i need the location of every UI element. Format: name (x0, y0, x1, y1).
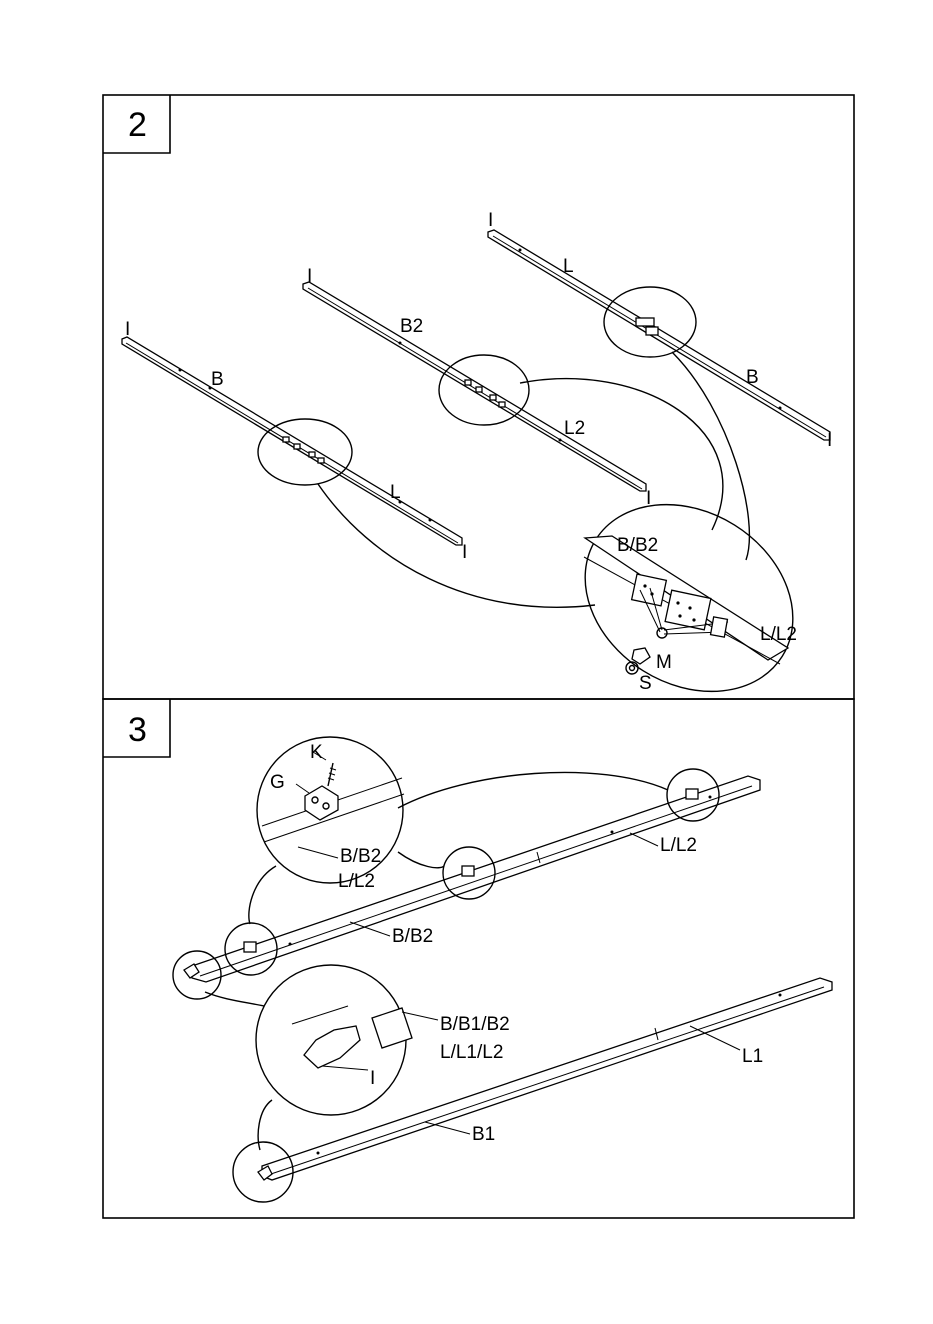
label-nut-s: S (639, 673, 652, 694)
tube-lower-body (262, 978, 832, 1180)
label-tube-b2: B2 (400, 316, 423, 337)
label-detail-l-l2: L/L2 (760, 624, 797, 645)
step-3-number: 3 (128, 711, 147, 749)
bracket-g-icon (686, 789, 698, 799)
label-bracket-g: G (270, 772, 285, 793)
label-tube-l: L (390, 482, 401, 503)
bracket-g-detail (305, 786, 338, 820)
label-detail-l-l1-l2: L/L1/L2 (440, 1042, 503, 1063)
bracket-g-icon (462, 866, 474, 876)
step-2-number: 2 (128, 106, 147, 144)
label-tube-b1: B1 (472, 1124, 495, 1145)
step-2-panel: 2 (103, 95, 854, 729)
tube-b2-l2-middle-body (303, 282, 646, 491)
label-screw-k: K (310, 742, 323, 763)
label-detail-b-b2: B/B2 (340, 846, 381, 867)
label-end-cap-i: I (827, 430, 832, 451)
label-detail-l-l2: L/L2 (338, 871, 375, 892)
detail-bracket-screw (257, 737, 404, 883)
end-cap-i-detail (304, 1026, 360, 1068)
label-tube-b: B (211, 369, 224, 390)
label-bolt-m: M (656, 652, 672, 673)
tube-b-l-left-body (122, 337, 462, 545)
tube-b-l-left (122, 337, 462, 545)
label-end-cap-i: I (370, 1068, 375, 1089)
label-detail-b-b1-b2: B/B1/B2 (440, 1014, 510, 1035)
label-tube-l: L (563, 256, 574, 277)
detail-end-cap-insert (256, 965, 438, 1115)
label-tube-b-b2: B/B2 (392, 926, 433, 947)
label-end-cap-i: I (125, 319, 130, 340)
connector-curve (398, 772, 668, 808)
bolt-m-icon (632, 648, 650, 664)
label-tube-l1: L1 (742, 1046, 763, 1067)
label-tube-l2: L2 (564, 418, 585, 439)
detail-connector-left (318, 484, 595, 607)
label-end-cap-i: I (488, 210, 493, 231)
tube-b2-l2-middle (303, 282, 646, 491)
label-end-cap-i: I (307, 266, 312, 287)
tube-b1-l1 (258, 978, 832, 1180)
connector-curve (205, 992, 264, 1006)
label-tube-l-l2: L/L2 (660, 835, 697, 856)
label-detail-b-b2: B/B2 (617, 535, 658, 556)
label-end-cap-i: I (646, 488, 651, 509)
bracket-g-icon (244, 942, 256, 952)
detail-bracket-left (632, 574, 667, 606)
tube-l-b-right (488, 230, 830, 440)
connector-curve (249, 866, 276, 924)
label-end-cap-i: I (462, 542, 467, 563)
connector-curve (398, 852, 444, 868)
detail-magnified-joint (550, 467, 828, 729)
label-tube-b: B (746, 367, 759, 388)
step-3-panel: 3 (103, 699, 854, 1218)
